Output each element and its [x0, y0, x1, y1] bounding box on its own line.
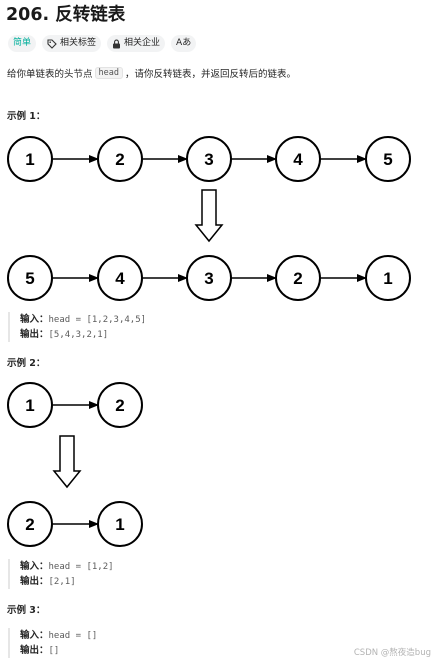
difficulty-label: 简单: [13, 38, 32, 48]
example-1-down-arrow-icon: [194, 189, 224, 243]
example-1-output-value: [5,4,3,2,1]: [48, 330, 109, 340]
example-2-output-value: [2,1]: [48, 577, 76, 587]
example-3-input-key: 输入：: [20, 630, 49, 641]
example-3-input-value: head = []: [48, 631, 98, 641]
example-1-input-node-label-3: 3: [204, 150, 213, 169]
tag-icon: [47, 38, 57, 49]
example-2-input-node-label-2: 2: [115, 396, 124, 415]
example-2-output-node-label-2: 1: [115, 515, 124, 534]
example-2-input-node-2: [97, 382, 143, 428]
example-2-down-arrow-icon: [52, 435, 82, 489]
example-3-output-key: 输出：: [20, 645, 49, 656]
example-1-input-node-label-1: 1: [25, 150, 34, 169]
example-1-input-key: 输入：: [20, 314, 49, 325]
problem-title: 206. 反转链表: [6, 5, 126, 25]
example-1-input-node-label-4: 4: [293, 150, 303, 169]
related-tags-button[interactable]: 相关标签: [42, 35, 102, 52]
example-2-input-value: head = [1,2]: [48, 562, 114, 572]
problem-description: 给你单链表的头节点 head ，请你反转链表，并返回反转后的链表。: [7, 66, 296, 80]
example-2-input-node-label-1: 1: [25, 396, 34, 415]
lock-icon: [112, 39, 121, 49]
example-1-output-node-label-4: 2: [293, 269, 302, 288]
example-1-output-key: 输出：: [20, 329, 49, 340]
description-text-before: 给你单链表的头节点: [7, 69, 93, 80]
difficulty-badge[interactable]: 简单: [8, 35, 37, 52]
translate-icon: Aあ: [176, 38, 192, 48]
example-2-output-key: 输出：: [20, 576, 49, 587]
example-1-heading: 示例 1：: [7, 111, 46, 122]
example-1-input-node-5: [365, 136, 411, 182]
example-2-input-key: 输入：: [20, 561, 49, 572]
example-3-io: 输入：head = [] 输出：[]: [8, 628, 97, 658]
example-1-output-node-5: [365, 255, 411, 301]
example-3-output-value: []: [48, 646, 60, 656]
related-tags-label: 相关标签: [60, 38, 97, 48]
related-companies-label: 相关企业: [124, 38, 161, 48]
example-1-output-node-label-1: 5: [25, 269, 34, 288]
example-1-output-node-label-2: 4: [115, 269, 125, 288]
example-1-output-node-label-5: 1: [383, 269, 392, 288]
description-code: head: [94, 67, 123, 79]
translate-button[interactable]: Aあ: [171, 35, 197, 52]
example-2-io: 输入：head = [1,2] 输出：[2,1]: [8, 559, 114, 589]
example-1-input-value: head = [1,2,3,4,5]: [48, 315, 147, 325]
example-1-io: 输入：head = [1,2,3,4,5] 输出：[5,4,3,2,1]: [8, 312, 146, 342]
example-3-heading: 示例 3：: [7, 605, 46, 616]
example-1-input-node-label-5: 5: [383, 150, 392, 169]
example-1-input-node-label-2: 2: [115, 150, 124, 169]
csdn-watermark: CSDN @熬夜造bug: [353, 648, 431, 658]
tag-bar: 简单 相关标签 相关企业 Aあ: [8, 35, 197, 52]
description-text-after: ，请你反转链表，并返回反转后的链表。: [125, 69, 297, 80]
related-companies-button[interactable]: 相关企业: [107, 35, 166, 52]
example-2-output-node-2: [97, 501, 143, 547]
example-2-output-node-label-1: 2: [25, 515, 34, 534]
example-1-output-node-label-3: 3: [204, 269, 213, 288]
example-2-heading: 示例 2：: [7, 358, 46, 369]
